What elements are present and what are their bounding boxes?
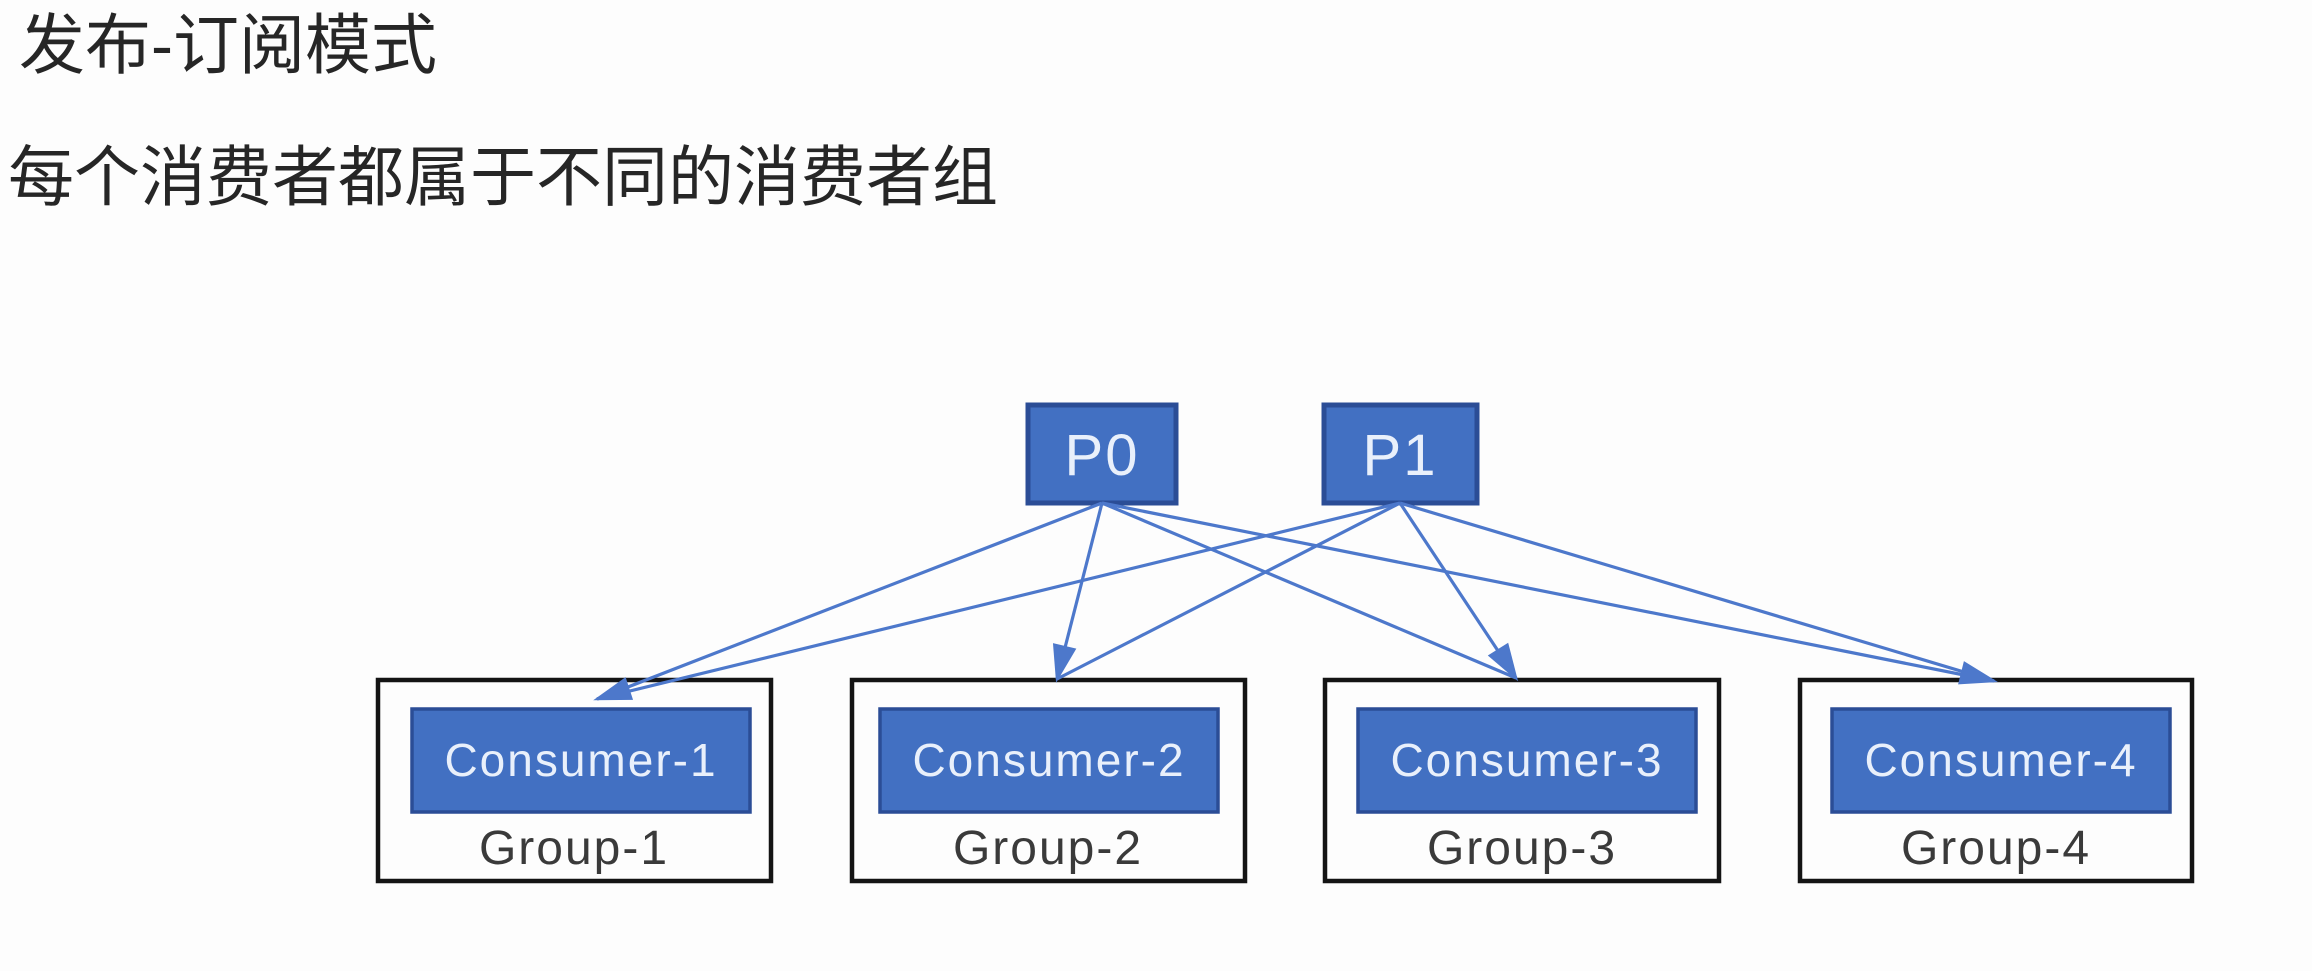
consumer-group-1: Consumer-1 Group-1: [375, 677, 774, 884]
slide-subtitle: 每个消费者都属于不同的消费者组: [8, 140, 998, 214]
edge-p1-to-consumer-1: [596, 501, 1401, 701]
partition-node-p0: P0: [1025, 402, 1179, 506]
consumer-2-label: Consumer-2: [912, 734, 1185, 786]
group-1-label: Group-1: [479, 822, 669, 875]
consumer-1-box: [410, 707, 752, 814]
consumer-3-label: Consumer-3: [1390, 734, 1663, 786]
arrowhead-consumer-1: [593, 677, 634, 701]
group-3-label: Group-3: [1427, 822, 1617, 875]
consumer-group-2: Consumer-2 Group-2: [849, 677, 1248, 884]
edge-p0-to-consumer-1: [596, 501, 1103, 701]
consumer-group-3: Consumer-3 Group-3: [1322, 677, 1722, 884]
consumer-group-4: Consumer-4 Group-4: [1797, 677, 2195, 884]
p0-label: P0: [1065, 423, 1140, 488]
edge-p1-to-consumer-3: [1398, 502, 1518, 679]
group-4-label: Group-4: [1901, 822, 2091, 875]
edge-p0-to-consumer-4: [1101, 501, 1995, 683]
consumer-4-box: [1830, 707, 2172, 814]
consumer-4-label: Consumer-4: [1864, 734, 2137, 786]
partition-node-p1: P1: [1321, 402, 1480, 506]
edge-layer: [593, 501, 1998, 701]
edge-p1-to-consumer-4: [1399, 501, 1995, 683]
p1-label: P1: [1363, 423, 1438, 488]
slide-title: 发布-订阅模式: [19, 8, 437, 82]
consumer-3-box: [1356, 707, 1698, 814]
arrowhead-consumer-3: [1487, 642, 1519, 682]
group-2-label: Group-2: [953, 822, 1143, 875]
consumer-1-label: Consumer-1: [444, 734, 717, 786]
consumer-2-box: [878, 707, 1220, 814]
arrowhead-consumer-4: [1958, 661, 1998, 685]
arrowhead-consumer-2: [1052, 643, 1077, 683]
edge-p0-to-consumer-3: [1101, 501, 1517, 680]
edge-p1-to-consumer-2: [1056, 501, 1401, 681]
p1-box: [1321, 402, 1480, 506]
